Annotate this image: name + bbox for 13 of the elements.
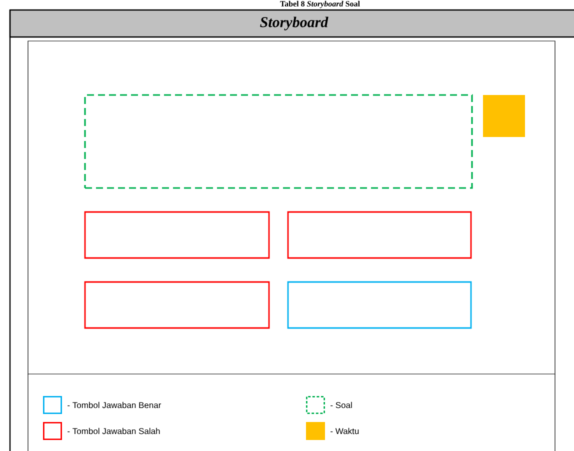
legend-text: - Tombol Jawaban Salah [68, 428, 160, 434]
legend-text: - Soal [330, 402, 352, 408]
answer-button [287, 281, 472, 329]
answer-button [84, 211, 270, 259]
legend-text: - Waktu [330, 428, 359, 434]
timer-block [483, 95, 525, 137]
question-area [84, 94, 473, 189]
legend-text: - Tombol Jawaban Benar [68, 402, 162, 408]
answer-button [287, 211, 472, 259]
table-title: Tabel 8 Storyboard Soal [280, 0, 360, 8]
screen-frame [28, 40, 556, 374]
header-text: Storyboard [260, 16, 328, 30]
answer-button [84, 281, 270, 329]
